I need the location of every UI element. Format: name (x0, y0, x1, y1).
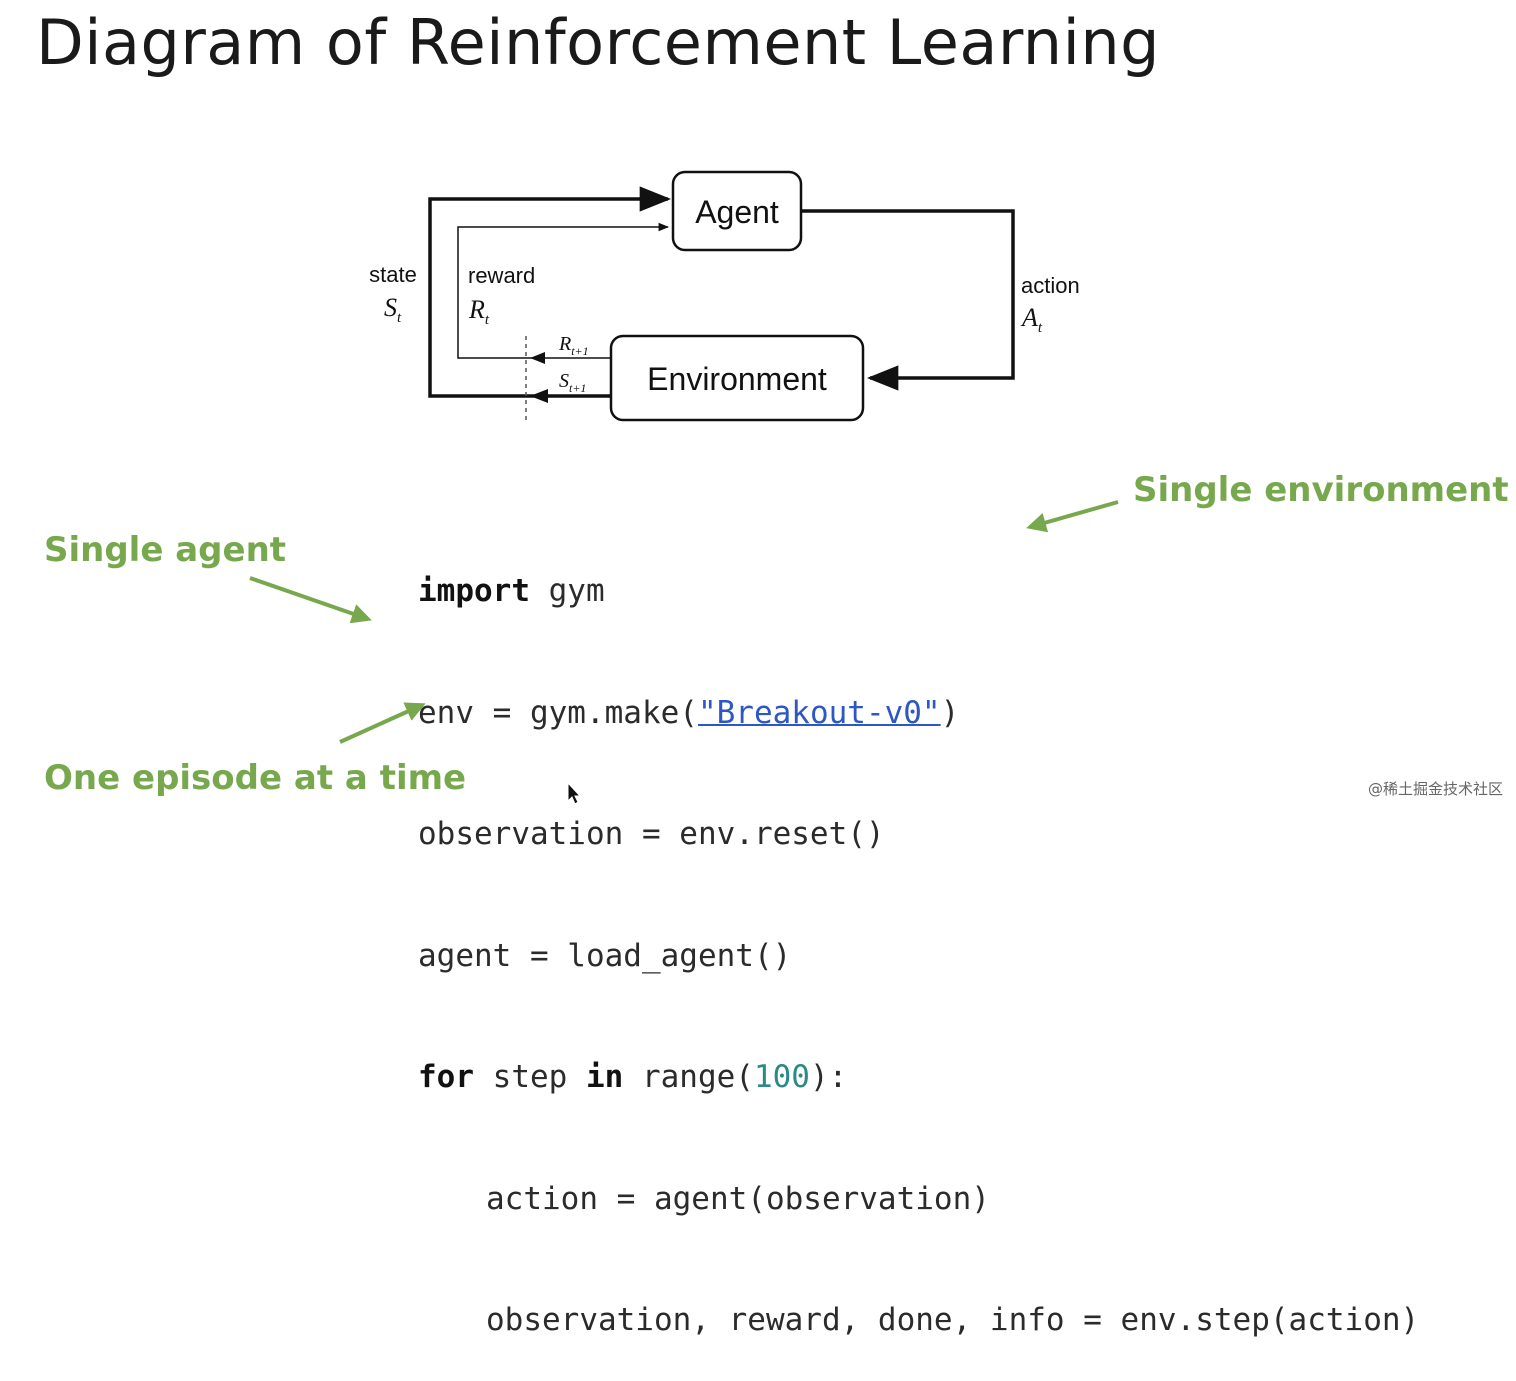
code-line-step: observation, reward, done, info = env.st… (486, 1302, 1420, 1338)
code-block: import gym env = gym.make("Breakout-v0")… (418, 490, 1419, 1381)
single-agent-annotation: Single agent (44, 530, 287, 570)
code-line-agent: agent = load_agent() (418, 937, 792, 974)
env-name-string[interactable]: "Breakout-v0" (697, 694, 941, 731)
next-reward-symbol: Rt+1 (558, 333, 589, 358)
rl-diagram: Agent Environment state St reward Rt act… (249, 170, 1119, 805)
next-state-arrowhead (530, 389, 548, 403)
next-reward-arrowhead (530, 352, 545, 364)
single-agent-arrow (249, 576, 372, 624)
single-environment-arrow (1026, 500, 1119, 533)
action-symbol: At (1020, 303, 1043, 336)
reward-symbol: Rt (468, 295, 490, 328)
state-arrow (428, 186, 672, 398)
state-symbol: St (384, 293, 402, 326)
environment-label: Environment (647, 361, 827, 397)
reward-label: reward (468, 263, 535, 288)
one-episode-annotation: One episode at a time (44, 758, 467, 798)
code-line-reset: observation = env.reset() (418, 816, 885, 852)
mouse-cursor-icon (567, 781, 582, 805)
code-line-action: action = agent(observation) (486, 1180, 990, 1217)
agent-label: Agent (695, 194, 779, 230)
code-line-import: import gym (418, 573, 605, 609)
state-label: state (369, 262, 417, 287)
code-line-env: env = gym.make("Breakout-v0") (418, 694, 960, 731)
single-environment-annotation: Single environment (1133, 470, 1509, 510)
next-state-symbol: St+1 (559, 370, 586, 395)
watermark: @稀土掘金技术社区 (1364, 777, 1506, 800)
slide-title: Diagram of Reinforcement Learning (36, 6, 1160, 79)
environment-box (609, 334, 865, 422)
action-label: action (1021, 273, 1080, 298)
action-arrow (801, 209, 1015, 391)
code-line-for: for step in range(100): (418, 1059, 848, 1095)
one-episode-arrow (339, 702, 426, 744)
